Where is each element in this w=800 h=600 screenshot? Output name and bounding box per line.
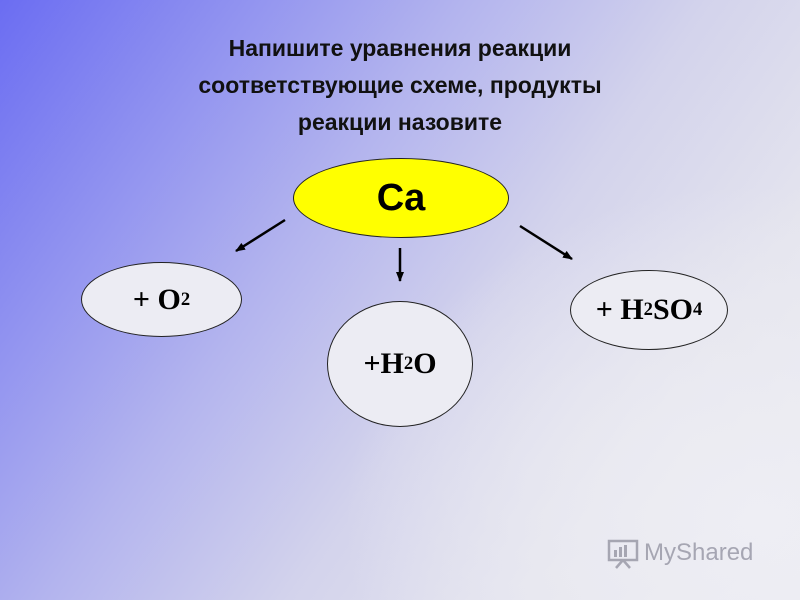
watermark: MyShared	[606, 536, 753, 570]
h2so4-mid: SO	[652, 293, 693, 326]
calcium-node: Ca	[293, 158, 509, 238]
title-line-2: соответствующие схеме, продукты	[198, 72, 602, 98]
arrow-to-o2	[235, 218, 286, 253]
calcium-label: Ca	[376, 176, 426, 219]
title-line-1: Напишите уравнения реакции	[228, 35, 572, 61]
slide-title: Напишите уравнения реакции соответствующ…	[100, 30, 700, 141]
h2o-prefix: +H	[363, 347, 404, 380]
arrow-to-h2so4	[519, 224, 573, 261]
h2so4-prefix: + H	[595, 293, 644, 326]
title-line-3: реакции назовите	[297, 109, 503, 135]
watermark-text: MyShared	[644, 539, 754, 566]
presentation-board-icon	[607, 539, 639, 569]
o2-prefix: + O	[132, 282, 181, 316]
h2o-suffix: O	[413, 347, 437, 380]
